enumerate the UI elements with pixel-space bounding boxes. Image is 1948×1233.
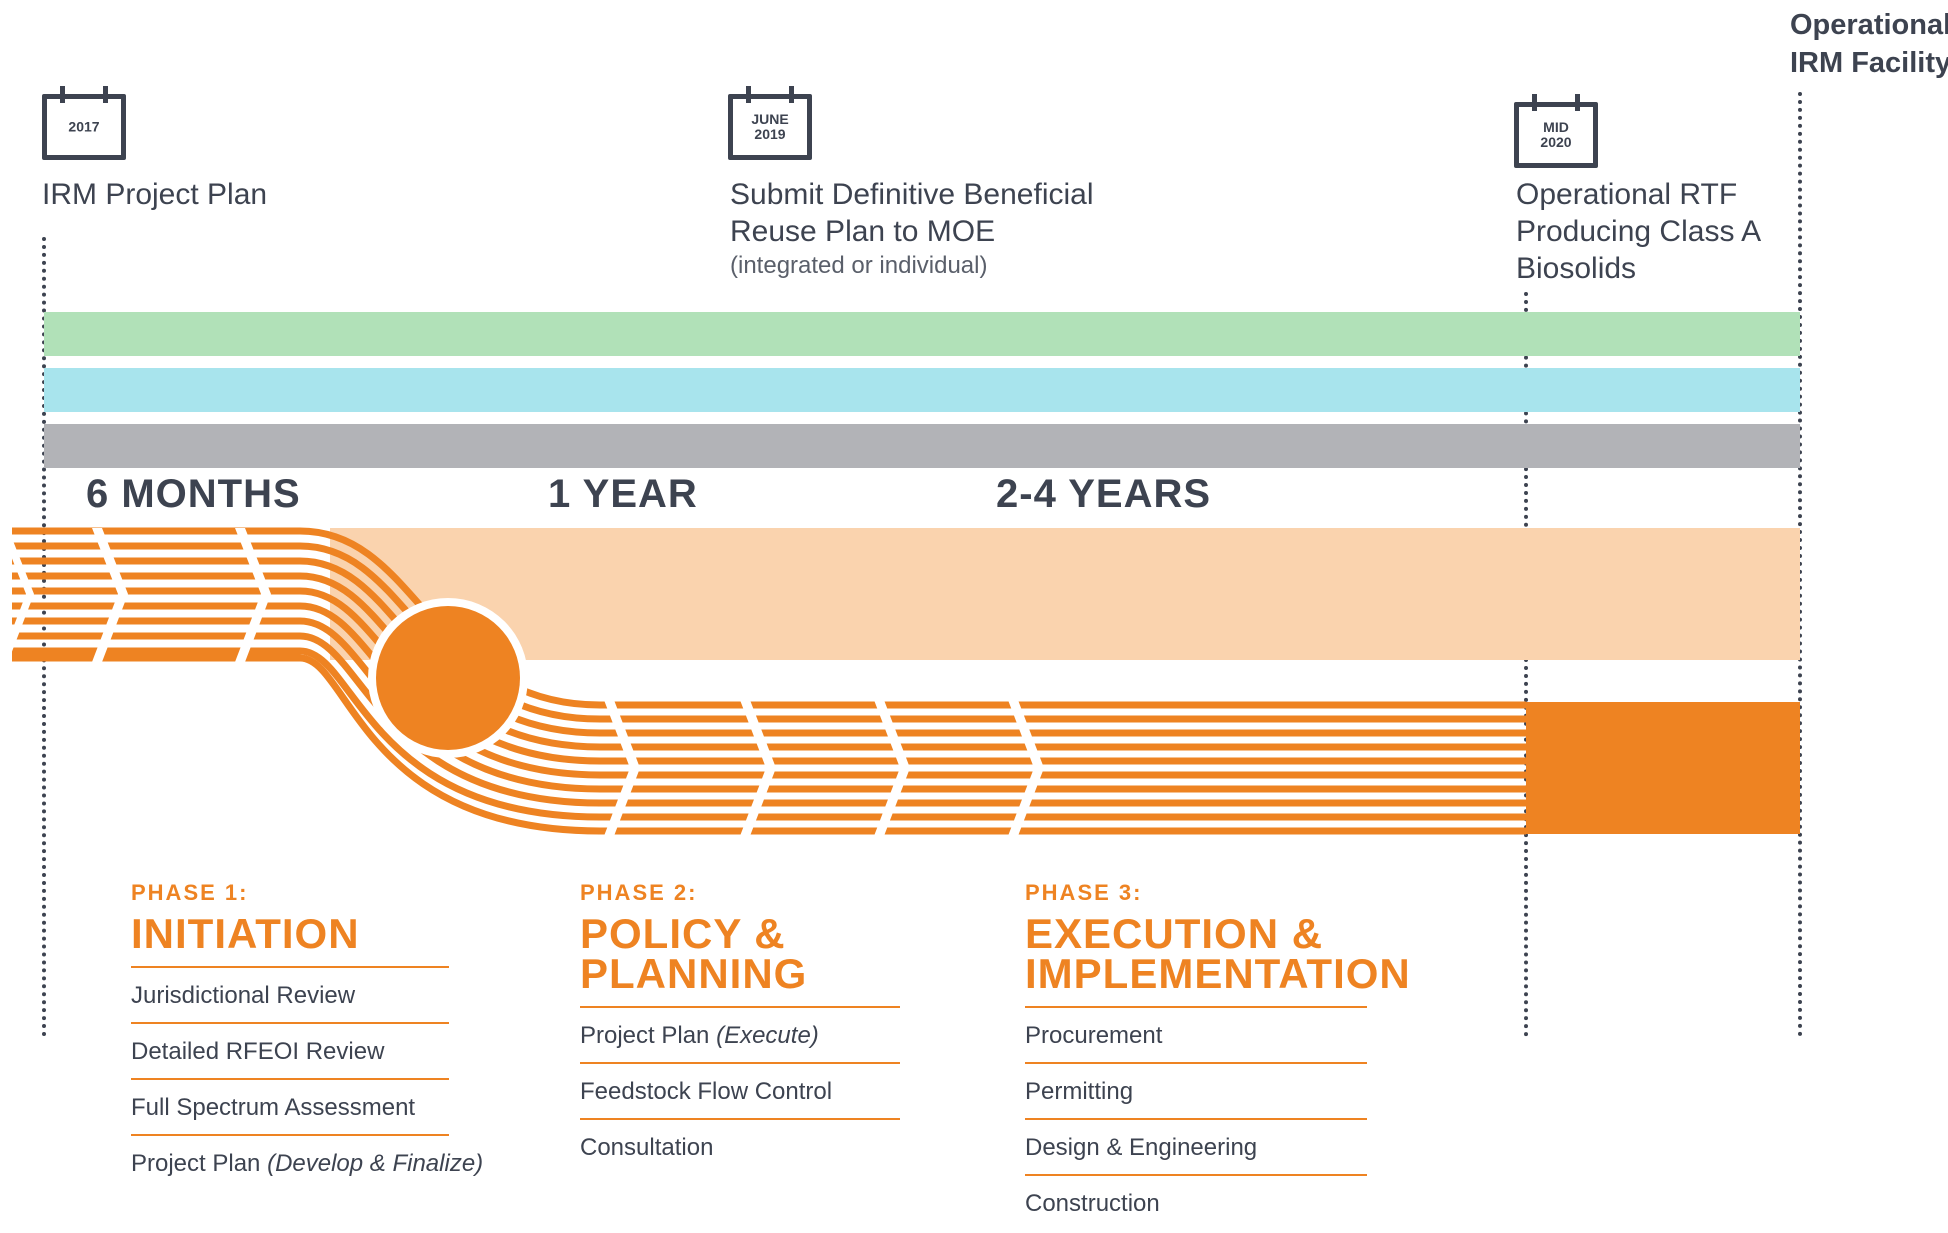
- band-blue: [44, 368, 1800, 412]
- calendar-icon: MID 2020: [1514, 94, 1598, 168]
- task-text: Detailed RFEOI Review: [131, 1038, 385, 1065]
- phase-title-line: IMPLEMENTATION: [1025, 950, 1411, 997]
- task-text: Permitting: [1025, 1078, 1134, 1105]
- phase-number: PHASE 3:: [1025, 880, 1143, 905]
- phase-title-line: POLICY &: [580, 910, 786, 957]
- milestone-title: Operational RTF Producing Class A Biosol…: [1516, 176, 1761, 287]
- milestone-title: IRM Project Plan: [42, 176, 267, 213]
- task-text: Feedstock Flow Control: [580, 1078, 833, 1105]
- milestone-date-line1: MID: [1543, 119, 1569, 135]
- milestone-date: 2017: [47, 118, 121, 135]
- operational-facility-label: Operational IRM Facility: [1790, 6, 1948, 82]
- task-note: (Execute): [716, 1022, 819, 1049]
- chevron-gap: [604, 700, 640, 836]
- list-item: Permitting: [1025, 1062, 1367, 1118]
- phase-flow-graphic: [0, 527, 1800, 836]
- phase-title-line: PLANNING: [580, 950, 808, 997]
- task-text: Jurisdictional Review: [131, 982, 356, 1009]
- milestone-title-line: Reuse Plan to MOE: [730, 215, 996, 248]
- chevron-gap: [0, 528, 34, 662]
- duration-label: 6 MONTHS: [86, 472, 301, 516]
- list-item: Project Plan (Develop & Finalize): [131, 1134, 483, 1190]
- list-item: Consultation: [580, 1118, 900, 1174]
- phase-title-line: INITIATION: [131, 910, 360, 957]
- list-item: Construction: [1025, 1174, 1367, 1230]
- phase-number: PHASE 2:: [580, 880, 698, 905]
- milestone-title-line: Operational RTF: [1516, 178, 1738, 211]
- phase-title: POLICY & PLANNING: [580, 910, 808, 997]
- band-green: [44, 312, 1800, 356]
- list-item: Project Plan (Execute): [580, 1006, 900, 1062]
- task-text: Construction: [1025, 1190, 1160, 1217]
- task-note: (Develop & Finalize): [267, 1150, 484, 1177]
- milestone-date-line2: 2019: [754, 126, 786, 142]
- milestone-title-line: Biosolids: [1516, 252, 1637, 285]
- operational-facility-label-line1: Operational: [1790, 9, 1948, 41]
- phase-task-list: Procurement Permitting Design & Engineer…: [1025, 1006, 1367, 1230]
- task-text: Procurement: [1025, 1022, 1163, 1049]
- duration-label: 2-4 YEARS: [996, 472, 1212, 516]
- task-text: Full Spectrum Assessment: [131, 1094, 416, 1121]
- task-text: Consultation: [580, 1134, 714, 1161]
- phase-task-list: Project Plan (Execute) Feedstock Flow Co…: [580, 1006, 900, 1174]
- chevron-gap: [740, 700, 776, 836]
- chevron-gap: [92, 528, 128, 662]
- list-item: Full Spectrum Assessment: [131, 1078, 449, 1134]
- task-text: Design & Engineering: [1025, 1134, 1258, 1161]
- operational-block: [1526, 702, 1800, 834]
- band-peach: [330, 528, 1800, 660]
- chevron-gap: [1008, 700, 1044, 836]
- task-text: Project Plan: [580, 1022, 717, 1049]
- milestone-title: Submit Definitive Beneficial Reuse Plan …: [730, 176, 1094, 250]
- list-item: Detailed RFEOI Review: [131, 1022, 449, 1078]
- chevron-gap: [235, 528, 271, 662]
- phase-title: INITIATION: [131, 910, 360, 957]
- milestone-title-line: Submit Definitive Beneficial: [730, 178, 1094, 211]
- task-text: Project Plan: [131, 1150, 268, 1177]
- milestone-title-line: IRM Project Plan: [42, 178, 268, 211]
- timeline-marker-mid-2020: [1524, 292, 1528, 1037]
- milestone-date-line1: JUNE: [751, 111, 789, 127]
- phase-number: PHASE 1:: [131, 880, 249, 905]
- phase-node-circle-fill: [376, 606, 520, 750]
- chevron-gap: [874, 700, 910, 836]
- list-item: Jurisdictional Review: [131, 966, 449, 1022]
- flow-stripe: [12, 647, 1526, 821]
- flow-stripe: [12, 654, 1526, 835]
- operational-facility-label-line2: IRM Facility: [1790, 47, 1948, 79]
- milestone-date-line2: 2020: [1540, 134, 1572, 150]
- calendar-icon: JUNE 2019: [728, 86, 812, 160]
- milestone-date: JUNE 2019: [733, 112, 807, 142]
- list-item: Design & Engineering: [1025, 1118, 1367, 1174]
- milestone-date-line1: 2017: [68, 118, 100, 135]
- milestone-title-line: Producing Class A: [1516, 215, 1762, 248]
- list-item: Feedstock Flow Control: [580, 1062, 900, 1118]
- band-gray: [44, 424, 1800, 468]
- calendar-icon: 2017: [42, 86, 126, 160]
- phase-task-list: Jurisdictional Review Detailed RFEOI Rev…: [131, 966, 483, 1190]
- duration-label: 1 YEAR: [548, 472, 698, 516]
- milestone-date: MID 2020: [1519, 120, 1593, 150]
- phase-title-line: EXECUTION &: [1025, 910, 1324, 957]
- list-item: Procurement: [1025, 1006, 1367, 1062]
- phase-title: EXECUTION & IMPLEMENTATION: [1025, 910, 1411, 997]
- milestone-subtitle: (integrated or individual): [730, 252, 988, 279]
